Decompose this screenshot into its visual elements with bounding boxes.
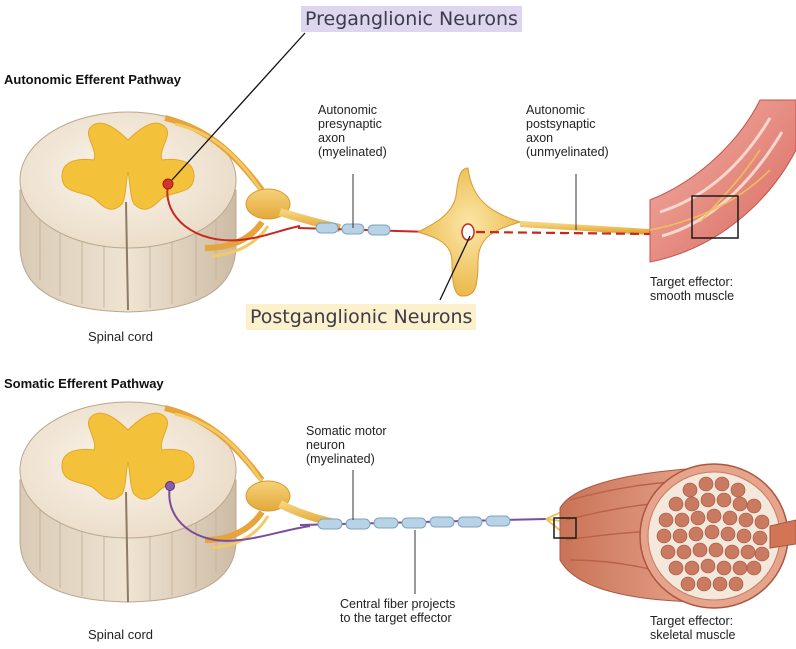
smooth-muscle-label: Target effector: smooth muscle <box>650 275 734 303</box>
spinal-cord-label-autonomic: Spinal cord <box>88 330 153 344</box>
somatic-cell-body <box>166 482 175 491</box>
preganglionic-callout: Preganglionic Neurons <box>301 6 522 32</box>
autonomic-pathway-title: Autonomic Efferent Pathway <box>4 73 181 87</box>
skeletal-muscle-target <box>554 464 796 608</box>
somatic-pathway-title: Somatic Efferent Pathway <box>4 377 164 391</box>
preganglionic-cell-body <box>163 179 173 189</box>
central-fiber-label: Central fiber projects to the target eff… <box>340 597 455 625</box>
smooth-muscle-target <box>650 100 796 262</box>
spinal-cord-somatic <box>20 402 310 602</box>
skeletal-muscle-label: Target effector: skeletal muscle <box>650 614 735 642</box>
spinal-cord-autonomic <box>20 112 300 312</box>
somatic-motor-neuron-label: Somatic motor neuron (myelinated) <box>306 424 387 466</box>
postsynaptic-axon-label: Autonomic postsynaptic axon (unmyelinate… <box>526 103 609 159</box>
somatic-motor-axon <box>300 510 568 532</box>
presynaptic-axon <box>298 223 430 235</box>
spinal-cord-label-somatic: Spinal cord <box>88 628 153 642</box>
postganglionic-callout: Postganglionic Neurons <box>246 304 476 330</box>
presynaptic-axon-label: Autonomic presynaptic axon (myelinated) <box>318 103 387 159</box>
somatic-pathway <box>20 402 796 608</box>
